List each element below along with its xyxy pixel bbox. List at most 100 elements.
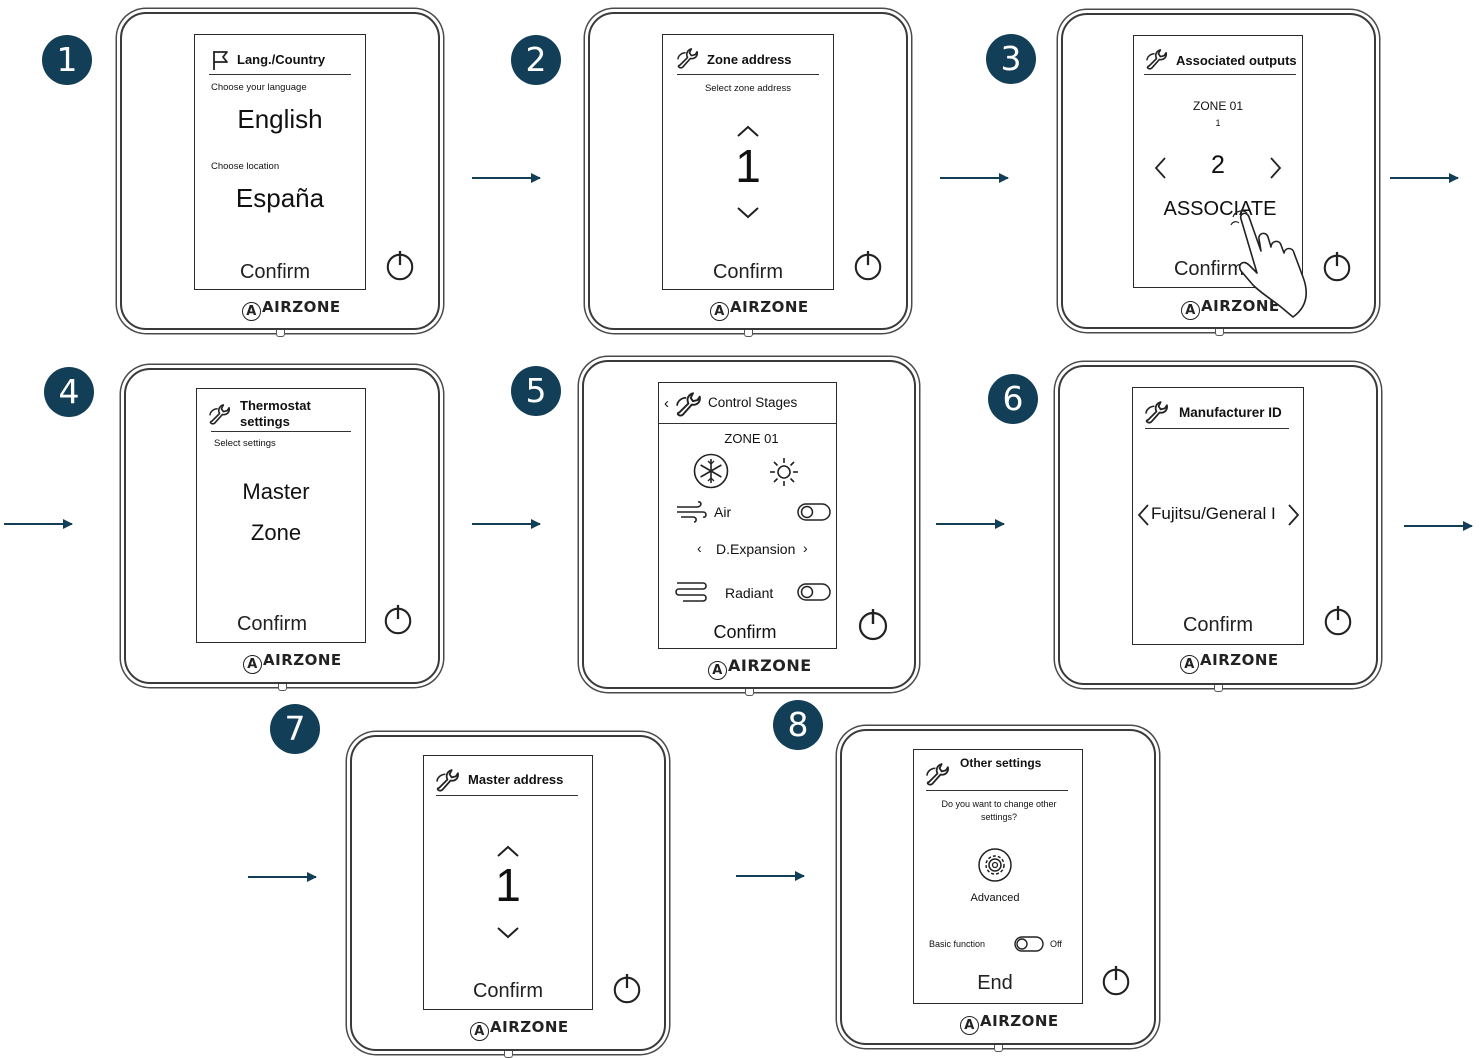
power-icon[interactable] (1321, 250, 1353, 283)
confirm-button[interactable]: Confirm (1182, 614, 1253, 636)
location-label: Choose location (211, 161, 280, 172)
chevron-up-icon[interactable] (497, 845, 519, 857)
option-master[interactable]: Master (242, 479, 310, 504)
chevron-left-icon[interactable] (1154, 157, 1166, 179)
flow-arrow-2-3 (940, 173, 1009, 183)
air-icon (675, 501, 707, 523)
screen-title: Other settings (960, 756, 1042, 770)
screen-title: Master address (468, 772, 564, 787)
zone-sub-label: 1 (1215, 118, 1221, 128)
screen-title-line-1: Thermostat (240, 398, 311, 413)
advanced-label[interactable]: Advanced (970, 892, 1020, 904)
thermostat-device-2: Zone address Select zone address 1 Confi… (588, 12, 908, 337)
flow-arrow-in-7 (248, 872, 317, 882)
wrench-icon (926, 762, 950, 786)
thermostat-screen-7: Master address 1 Confirm (423, 755, 593, 1010)
step-badge-8: 8 (773, 700, 823, 750)
flow-arrow-7-8 (736, 871, 805, 881)
confirm-button[interactable]: Confirm (713, 622, 777, 642)
chevron-right-icon[interactable]: › (803, 540, 808, 556)
thermostat-device-5: ‹ Control Stages ZONE 01 Air ‹ D.Expansi… (582, 360, 916, 696)
power-icon[interactable] (1322, 604, 1354, 637)
thermostat-screen-5: ‹ Control Stages ZONE 01 Air ‹ D.Expansi… (658, 382, 837, 649)
screen-question: Do you want to change other settings? (941, 799, 1057, 822)
power-icon[interactable] (384, 249, 416, 282)
zone-label: ZONE 01 (724, 431, 779, 446)
screen-title: Lang./Country (237, 52, 326, 67)
chevron-left-icon[interactable]: ‹ (664, 395, 669, 412)
confirm-button[interactable]: Confirm (239, 261, 310, 283)
chevron-up-icon[interactable] (737, 125, 759, 137)
flow-arrow-1-2 (472, 173, 541, 183)
flow-arrow-6-out (1404, 521, 1473, 531)
wrench-icon (1146, 48, 1168, 70)
air-toggle[interactable] (797, 503, 831, 521)
chevron-down-icon[interactable] (497, 927, 519, 939)
wrench-icon (1145, 400, 1169, 424)
power-icon[interactable] (856, 607, 890, 642)
chevron-right-icon[interactable] (1288, 504, 1300, 526)
radiant-toggle[interactable] (797, 583, 831, 601)
thermostat-screen-1: Lang./Country Choose your language Engli… (194, 34, 366, 290)
confirm-button[interactable]: Confirm (712, 261, 783, 283)
chevron-left-icon[interactable]: ‹ (697, 540, 702, 556)
flow-arrow-4-5 (472, 519, 541, 529)
end-button[interactable]: End (977, 972, 1013, 994)
thermostat-screen-6: Manufacturer ID Fujitsu/General I Confir… (1132, 387, 1304, 645)
option-zone[interactable]: Zone (250, 520, 302, 545)
step-badge-5: 5 (511, 366, 561, 416)
thermostat-screen-2: Zone address Select zone address 1 Confi… (662, 34, 834, 290)
thermostat-screen-4: Thermostat settings Select settings Mast… (196, 388, 366, 643)
flow-arrow-in-4 (4, 519, 73, 529)
screen-title: Zone address (707, 52, 792, 67)
screen-title-line-2: settings (240, 414, 290, 429)
step-badge-1: 1 (42, 35, 92, 85)
chevron-right-icon[interactable] (1270, 157, 1282, 179)
screen-subtitle: Select settings (214, 438, 276, 449)
power-icon[interactable] (852, 249, 884, 282)
step-badge-2: 2 (511, 35, 561, 85)
screen-title: Associated outputs (1176, 53, 1297, 68)
basic-function-toggle[interactable] (1014, 936, 1044, 952)
wrench-icon (209, 403, 231, 425)
chevron-down-icon[interactable] (737, 207, 759, 219)
wrench-icon (676, 391, 702, 417)
flow-arrow-3-out (1390, 173, 1459, 183)
location-value[interactable]: España (235, 183, 325, 213)
advanced-gear-icon[interactable] (978, 848, 1012, 882)
thermostat-device-1: Lang./Country Choose your language Engli… (120, 12, 440, 337)
thermostat-screen-8: Other settings Do you want to change oth… (913, 749, 1083, 1004)
thermostat-device-4: Thermostat settings Select settings Mast… (124, 368, 440, 691)
confirm-button[interactable]: Confirm (236, 613, 307, 635)
snowflake-icon[interactable] (693, 453, 729, 489)
power-icon[interactable] (1100, 964, 1132, 997)
wrench-icon (677, 47, 699, 69)
language-value[interactable]: English (237, 104, 323, 134)
screen-subtitle: Select zone address (704, 83, 792, 94)
language-label: Choose your language (211, 82, 307, 93)
output-value: 2 (1211, 151, 1225, 179)
sun-icon[interactable] (769, 457, 799, 487)
chevron-left-icon[interactable] (1137, 504, 1149, 526)
screen-title: Manufacturer ID (1179, 405, 1282, 420)
confirm-button[interactable]: Confirm (1173, 258, 1244, 280)
zone-label: ZONE 01 (1192, 99, 1243, 113)
radiant-icon (675, 579, 709, 603)
screen-title: Control Stages (708, 395, 798, 410)
power-icon[interactable] (611, 972, 643, 1005)
power-icon[interactable] (382, 603, 414, 636)
confirm-button[interactable]: Confirm (472, 980, 543, 1002)
step-badge-7: 7 (270, 704, 320, 754)
thermostat-device-8: Other settings Do you want to change oth… (840, 729, 1156, 1052)
step-badge-6: 6 (988, 374, 1038, 424)
basic-function-label: Basic function (929, 939, 986, 949)
